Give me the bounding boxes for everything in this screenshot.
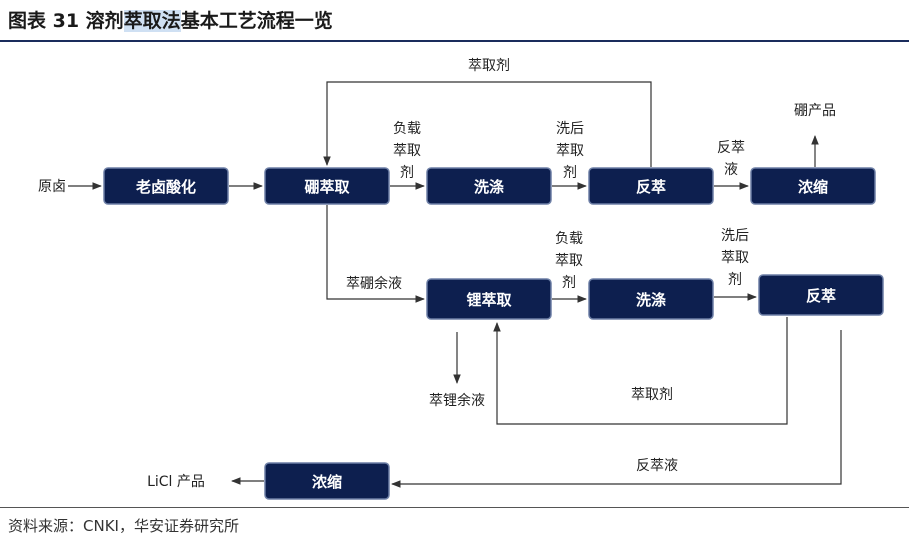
label-lithium-raffinate: 萃锂余液	[429, 392, 485, 409]
label-boron-product: 硼产品	[794, 103, 836, 119]
label-loaded-extract-2-line1: 负载	[555, 231, 583, 247]
node-concentrate-1: 浓缩	[750, 167, 876, 205]
label-washed-extract-1-line2: 萃取	[556, 143, 584, 159]
title-rule	[0, 40, 909, 42]
title-suffix: 基本工艺流程一览	[180, 10, 333, 32]
label-extractant-top: 萃取剂	[468, 58, 510, 74]
node-concentrate-2-label: 浓缩	[312, 473, 342, 491]
label-washed-extract-2-line1: 洗后	[721, 228, 749, 244]
label-strip-liquid-1-line2: 液	[724, 162, 738, 178]
label-boron-raffinate: 萃硼余液	[346, 275, 402, 292]
label-loaded-extract-1-line2: 萃取	[393, 143, 421, 159]
label-washed-extract-1-line3: 剂	[563, 165, 577, 181]
title-prefix: 图表 31 溶剂	[8, 10, 124, 32]
label-washed-extract-2-line3: 剂	[728, 272, 742, 288]
node-concentrate-2: 浓缩	[264, 462, 390, 500]
label-licl-product: LiCl 产品	[147, 474, 205, 490]
node-laolu-label: 老卤酸化	[135, 178, 196, 196]
node-boron-extraction-label: 硼萃取	[304, 178, 350, 196]
loop-extractant-recycle-bottom	[493, 317, 788, 425]
node-wash-2-label: 洗涤	[636, 291, 666, 309]
label-loaded-extract-2-line2: 萃取	[555, 253, 583, 269]
node-laolu-acidify: 老卤酸化	[103, 167, 229, 205]
footer-rule	[0, 507, 909, 508]
source-note: 资料来源：CNKI，华安证券研究所	[8, 517, 239, 535]
node-strip-2: 反萃	[758, 274, 884, 316]
label-strip-liquid-1-line1: 反萃	[717, 140, 745, 156]
node-strip-1-label: 反萃	[636, 178, 666, 196]
node-boron-extraction: 硼萃取	[264, 167, 390, 205]
label-washed-extract-2-line2: 萃取	[721, 250, 749, 266]
node-lithium-extraction-label: 锂萃取	[466, 291, 512, 309]
node-strip-2-label: 反萃	[806, 287, 836, 305]
arrow-strip-liquid-to-conc2	[391, 330, 842, 488]
title-highlight: 萃取法	[123, 10, 181, 32]
label-strip-liquid-2: 反萃液	[636, 458, 678, 474]
node-strip-1: 反萃	[588, 167, 714, 205]
node-concentrate-1-label: 浓缩	[798, 178, 828, 196]
label-brine: 原卤	[38, 179, 66, 195]
node-wash-1: 洗涤	[426, 167, 552, 205]
label-loaded-extract-1-line3: 剂	[400, 165, 414, 181]
label-washed-extract-1-line1: 洗后	[556, 121, 584, 137]
node-lithium-extraction: 锂萃取	[426, 278, 552, 320]
label-loaded-extract-1-line1: 负载	[393, 121, 421, 137]
page-title: 图表 31 溶剂萃取法基本工艺流程一览	[8, 6, 333, 33]
label-extractant-bottom: 萃取剂	[631, 387, 673, 403]
node-wash-2: 洗涤	[588, 278, 714, 320]
label-loaded-extract-2-line3: 剂	[562, 275, 576, 291]
node-wash-1-label: 洗涤	[474, 178, 504, 196]
arrow-boron-raffinate-to-lithium	[326, 205, 425, 303]
loop-extractant-recycle-top	[323, 81, 652, 167]
